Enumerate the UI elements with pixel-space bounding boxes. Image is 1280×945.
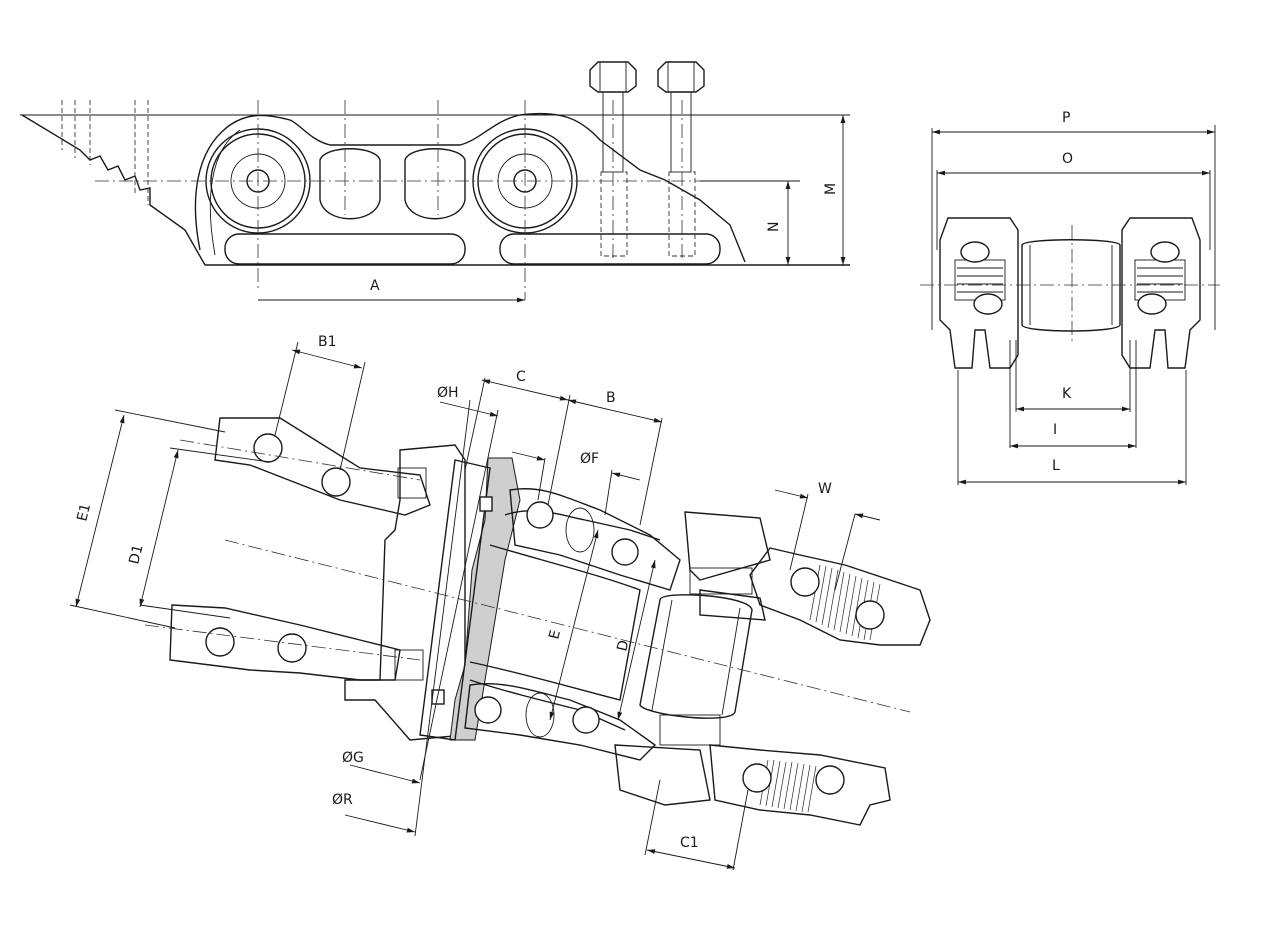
dimension-e: E <box>546 529 599 721</box>
label-a: A <box>370 278 380 294</box>
dimension-l: L <box>958 458 1186 485</box>
label-p: P <box>1062 110 1070 126</box>
label-m: M <box>823 183 839 195</box>
label-o: O <box>1062 151 1073 167</box>
dimension-e1: E1 <box>74 414 125 608</box>
dimension-w: W <box>774 481 881 521</box>
dimension-o: O <box>937 151 1210 176</box>
dimension-a: A <box>258 278 525 303</box>
dimension-r: ØR <box>332 792 416 833</box>
label-d1: D1 <box>126 543 146 566</box>
label-e: E <box>546 629 564 641</box>
dimension-n: N <box>700 180 800 265</box>
dimension-m: M <box>823 115 846 265</box>
dimension-d1: D1 <box>126 449 179 608</box>
dimension-p: P <box>932 110 1215 135</box>
dimension-d: D <box>614 559 656 721</box>
label-w: W <box>818 481 832 497</box>
label-h: ØH <box>437 385 459 401</box>
label-l: L <box>1052 458 1060 474</box>
dimension-i: I <box>1010 422 1136 449</box>
label-b1: B1 <box>318 334 337 350</box>
label-g: ØG <box>342 750 364 766</box>
dimension-b1: B1 <box>291 334 363 369</box>
front-view <box>920 125 1220 485</box>
label-n: N <box>766 222 782 232</box>
dimension-g: ØG <box>342 750 421 784</box>
dimension-b: B <box>567 390 663 423</box>
label-e1: E1 <box>74 502 94 523</box>
dimension-c: C <box>481 369 569 401</box>
dimension-c1: C1 <box>646 835 736 869</box>
label-f: ØF <box>580 451 599 467</box>
label-i: I <box>1053 422 1057 438</box>
plan-view <box>69 341 931 871</box>
label-d: D <box>614 639 632 653</box>
label-b: B <box>606 390 616 406</box>
label-c: C <box>516 369 526 385</box>
side-view <box>20 61 850 300</box>
label-r: ØR <box>332 792 353 808</box>
dimension-h: ØH <box>437 385 499 417</box>
dimension-k: K <box>1015 386 1130 412</box>
label-c1: C1 <box>680 835 699 851</box>
label-k: K <box>1062 386 1072 402</box>
dimension-f: ØF <box>511 451 641 481</box>
